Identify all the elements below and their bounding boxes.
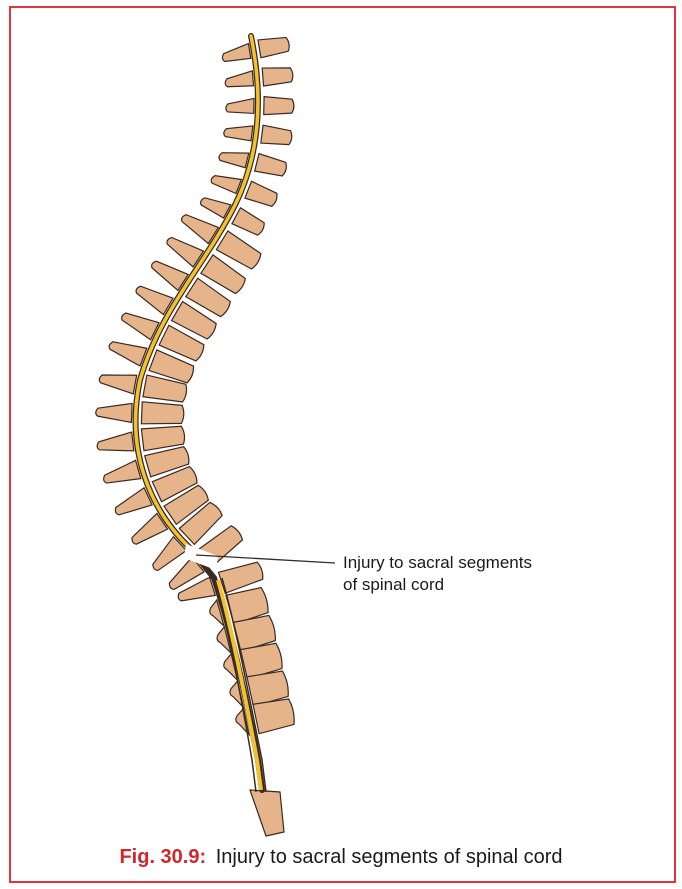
injury-annotation-line-2: of spinal cord	[343, 574, 623, 596]
spinous-process	[210, 169, 242, 193]
vertebral-body	[141, 424, 185, 451]
spinous-process	[132, 280, 173, 315]
figure-caption: Fig. 30.9: Injury to sacral segments of …	[0, 846, 682, 869]
spinous-process	[111, 488, 152, 520]
injury-annotation: Injury to sacral segments of spinal cord	[343, 552, 623, 596]
vertebral-body	[232, 208, 267, 238]
coccyx	[250, 790, 284, 836]
spinous-process	[221, 44, 251, 63]
vertebral-column	[95, 35, 296, 836]
vertebral-body	[255, 154, 288, 179]
figure-number: Fig. 30.9:	[119, 846, 206, 868]
vertebral-body	[261, 125, 293, 147]
spinous-process	[101, 460, 141, 488]
vertebral-body	[258, 35, 290, 58]
spinous-process	[127, 513, 167, 549]
spinous-process	[118, 307, 159, 340]
spinous-process	[163, 231, 204, 267]
spinous-process	[106, 335, 146, 366]
vertebral-body	[262, 66, 293, 86]
spinous-process	[96, 432, 134, 455]
spinous-process	[223, 122, 253, 140]
vertebral-body	[141, 402, 184, 426]
spinous-process	[218, 146, 249, 167]
injury-annotation-line-1: Injury to sacral segments	[343, 552, 623, 574]
spinous-process	[199, 192, 231, 218]
vertebra	[95, 400, 184, 425]
spinous-process	[178, 209, 219, 244]
vertebral-body	[264, 97, 294, 116]
spinous-process	[226, 98, 254, 114]
spinous-process	[148, 255, 189, 290]
spinous-process	[224, 71, 253, 88]
figure-caption-text: Injury to sacral segments of spinal cord	[216, 846, 563, 868]
spinous-process	[98, 369, 137, 394]
spinous-process	[95, 402, 132, 422]
vertebral-body	[245, 181, 279, 209]
